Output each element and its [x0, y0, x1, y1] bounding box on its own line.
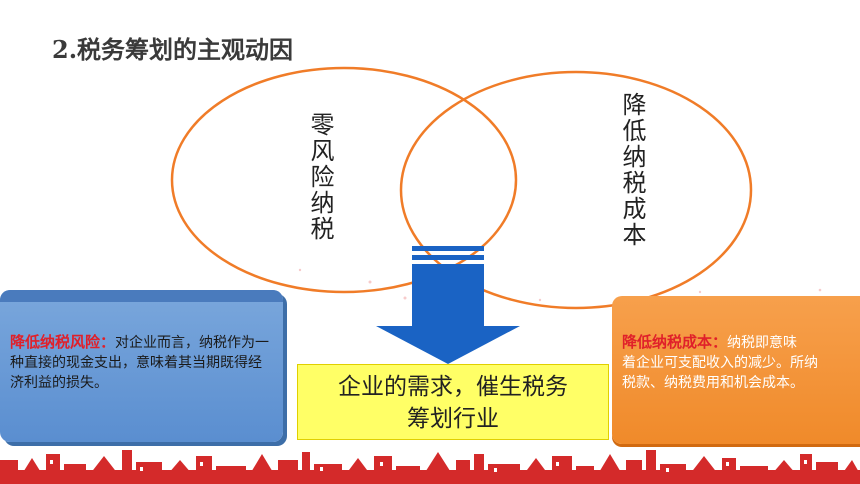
industry-demand-line2: 筹划行业	[407, 406, 499, 432]
card-top-band	[0, 290, 283, 302]
cost-reduction-body-2: 着企业可支配收入的减少。所纳	[622, 355, 818, 371]
venn-left-label: 零风险纳税	[306, 112, 334, 242]
left-circle	[170, 66, 518, 294]
cost-reduction-body-3: 税款、纳税费用和机会成本。	[622, 375, 804, 391]
risk-reduction-text: 降低纳税风险：对企业而言，纳税作为一种直接的现金支出，意味着其当期既得经济利益的…	[10, 332, 273, 393]
risk-reduction-body: 对企业而言，纳税作为一种直接的现金支出，意味着其当期既得经济利益的损失。	[10, 335, 270, 391]
cost-reduction-body-1: 纳税即意味	[727, 335, 798, 351]
risk-reduction-card: 降低纳税风险：对企业而言，纳税作为一种直接的现金支出，意味着其当期既得经济利益的…	[0, 290, 283, 442]
venn-right-label: 降低纳税成本	[618, 92, 646, 248]
risk-reduction-heading: 降低纳税风险：	[10, 333, 116, 351]
industry-demand-box: 企业的需求，催生税务 筹划行业	[297, 364, 609, 440]
cost-reduction-card: 降低纳税成本：纳税即意味 着企业可支配收入的减少。所纳 税款、纳税费用和机会成本…	[612, 296, 860, 444]
cost-reduction-heading: 降低纳税成本：	[622, 333, 728, 351]
right-circle	[399, 70, 753, 310]
industry-demand-line1: 企业的需求，催生税务	[338, 374, 568, 400]
down-arrow-icon	[376, 246, 520, 364]
page-title: 2.税务筹划的主观动因	[52, 35, 294, 64]
cost-reduction-text: 降低纳税成本：纳税即意味 着企业可支配收入的减少。所纳 税款、纳税费用和机会成本…	[622, 332, 860, 393]
city-skyline-decoration	[0, 450, 860, 484]
